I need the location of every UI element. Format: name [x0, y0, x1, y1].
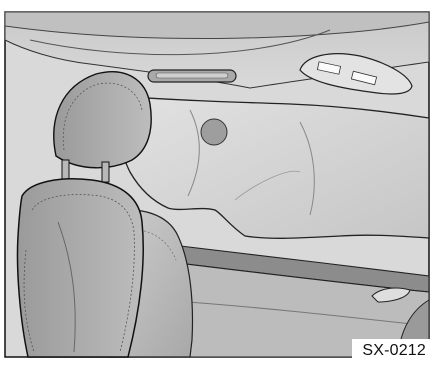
airbag-emblem: [201, 119, 227, 145]
figure-code: SX-0212: [352, 339, 434, 363]
driver-seatback: [17, 179, 143, 357]
